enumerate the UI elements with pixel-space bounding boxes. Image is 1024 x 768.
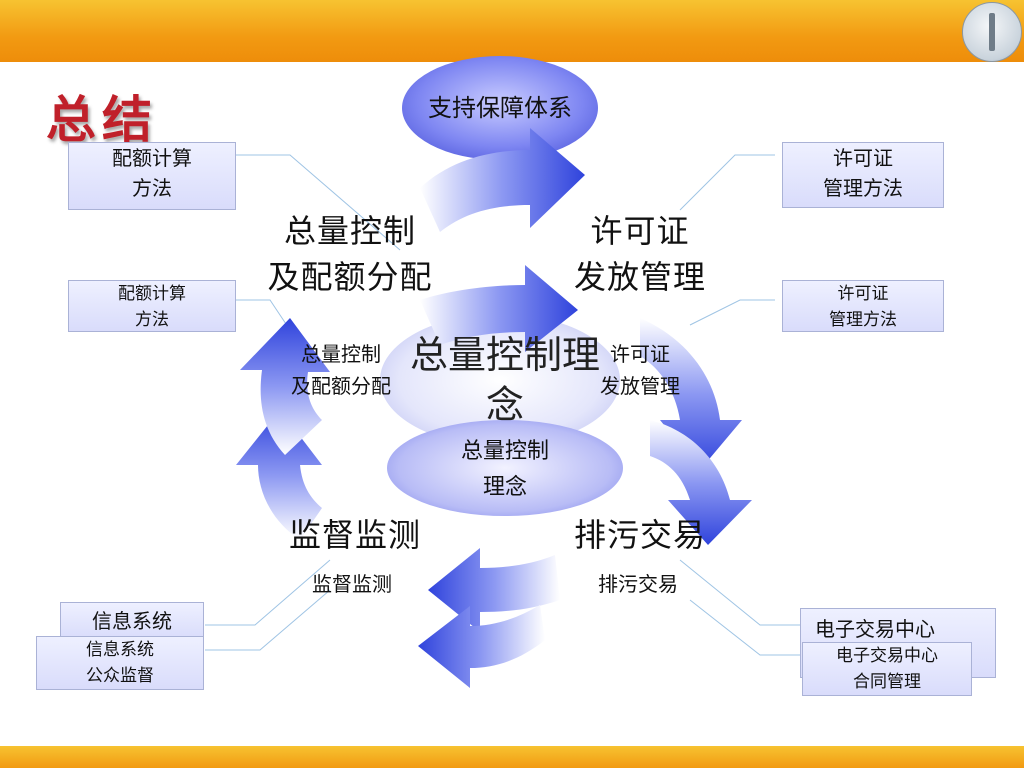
emission-trading-label: 排污交易	[573, 516, 706, 554]
connector-line	[689, 599, 800, 656]
center-concept-large-label: 总量控制理念	[410, 333, 601, 427]
quota-method-box-1-line1: 配额计算	[112, 146, 192, 170]
info-system-box-back: 信息系统	[60, 602, 204, 640]
footer-bar	[0, 746, 1024, 768]
permit-method-box-1-line2: 管理方法	[823, 176, 903, 200]
connector-line	[205, 559, 331, 626]
center-small-line1: 总量控制	[460, 439, 549, 464]
inner-monitoring-label: 监督监测	[312, 572, 392, 596]
permit-method-box-2: 许可证 管理方法	[782, 280, 944, 332]
connector-line	[679, 559, 800, 626]
quota-allocation-label: 总量控制 及配额分配	[250, 208, 450, 300]
monitoring-label: 监督监测	[288, 516, 421, 554]
connector-lines	[205, 154, 800, 656]
inner-permit-label: 许可证 发放管理	[580, 338, 700, 402]
quota-method-box-2-line2: 方法	[135, 310, 169, 330]
slide-title: 总结	[46, 90, 158, 149]
center-small-line2: 理念	[482, 475, 527, 500]
arrow-top-right	[420, 128, 585, 232]
permit-method-box-1-line1: 许可证	[833, 146, 893, 170]
inner-quota-allocation-label: 总量控制 及配额分配	[276, 338, 406, 402]
center-ellipse-small	[387, 420, 623, 516]
arrow-bottom-left-2	[418, 605, 545, 688]
quota-allocation-line1: 总量控制	[283, 212, 416, 250]
arrow-right-down-1	[640, 318, 742, 470]
inner-quota-line1: 总量控制	[301, 342, 381, 366]
arrow-middle-right	[420, 265, 578, 352]
top-ellipse	[402, 56, 598, 160]
connector-line	[679, 154, 775, 211]
permit-issuance-line2: 发放管理	[573, 258, 706, 296]
connector-line	[689, 299, 775, 326]
quota-method-box-2: 配额计算 方法	[68, 280, 236, 332]
info-system-line2: 公众监督	[86, 666, 154, 686]
quota-method-box-1: 配额计算 方法	[68, 142, 236, 210]
permit-method-box-2-line1: 许可证	[837, 284, 889, 304]
permit-issuance-label: 许可证 发放管理	[555, 208, 725, 300]
inner-quota-line2: 及配额分配	[291, 374, 391, 398]
header-bar	[0, 0, 1024, 62]
quota-allocation-line2: 及配额分配	[267, 258, 433, 296]
support-system-label: 支持保障体系	[428, 94, 572, 122]
info-system-public-box: 信息系统 公众监督	[36, 636, 204, 690]
connector-line	[205, 589, 331, 651]
center-ellipse-large	[380, 314, 620, 446]
center-concept-small-label: 总量控制 理念	[420, 434, 590, 506]
trading-center-line2: 合同管理	[853, 672, 921, 692]
arrow-left-up-1	[236, 410, 322, 540]
quota-method-box-1-line2: 方法	[132, 176, 172, 200]
arrow-right-down-2	[650, 420, 752, 545]
quota-method-box-2-line1: 配额计算	[118, 284, 186, 304]
info-system-line1: 信息系统	[86, 640, 154, 660]
inner-permit-line2: 发放管理	[600, 374, 680, 398]
permit-issuance-line1: 许可证	[590, 212, 690, 250]
permit-method-box-1: 许可证 管理方法	[782, 142, 944, 208]
connector-line	[236, 154, 401, 251]
trading-center-line1: 电子交易中心	[836, 646, 938, 666]
permit-method-box-2-line2: 管理方法	[829, 310, 897, 330]
inner-permit-line1: 许可证	[610, 342, 670, 366]
arrow-bottom-left-1	[428, 548, 560, 632]
trading-center-contract-box: 电子交易中心 合同管理	[802, 642, 972, 696]
arrow-left-up-2	[240, 318, 330, 455]
inner-trading-label: 排污交易	[598, 572, 678, 596]
institution-logo	[962, 2, 1022, 62]
